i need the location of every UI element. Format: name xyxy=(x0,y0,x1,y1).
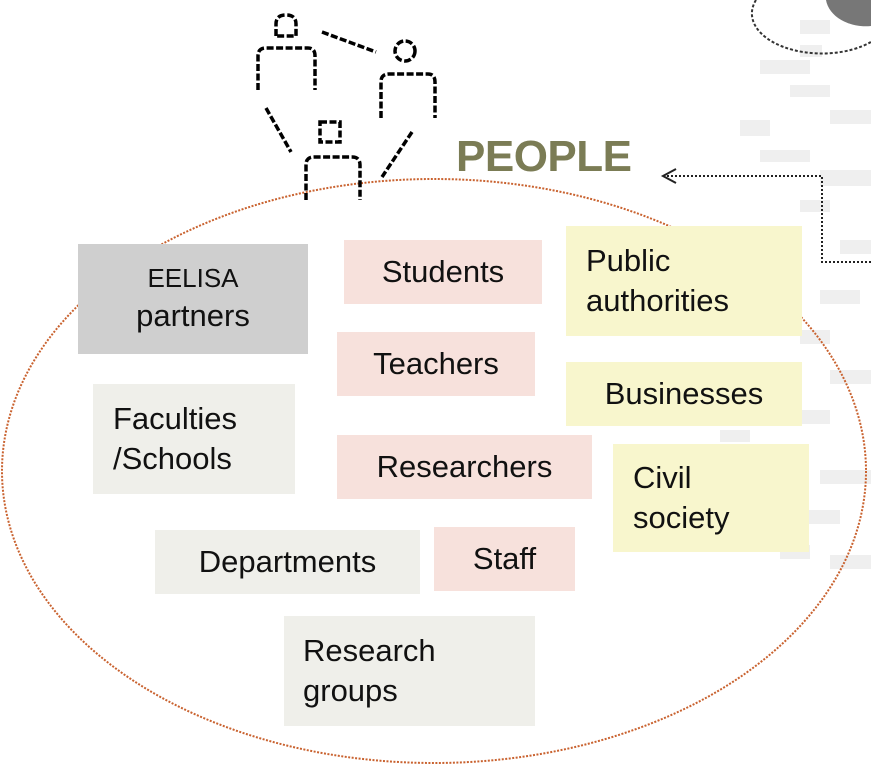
authorities-label: authorities xyxy=(586,283,730,318)
eelisa-label: EELISA xyxy=(147,262,239,293)
staff-box: Staff xyxy=(434,527,575,591)
students-label: Students xyxy=(381,253,505,289)
public-authorities-box: Public authorities xyxy=(566,226,802,336)
people-network-icon xyxy=(256,13,437,200)
staff-label: Staff xyxy=(472,540,537,576)
departments-label: Departments xyxy=(198,543,377,579)
businesses-label: Businesses xyxy=(604,375,764,411)
researchers-label: Researchers xyxy=(376,448,553,484)
groups-label: groups xyxy=(303,673,398,708)
teachers-box: Teachers xyxy=(337,332,535,396)
public-label: Public xyxy=(586,242,671,278)
departments-box: Departments xyxy=(155,530,420,594)
students-box: Students xyxy=(344,240,542,304)
teachers-label: Teachers xyxy=(373,345,499,381)
society-label: society xyxy=(633,500,730,535)
research-label: Research xyxy=(303,632,436,668)
research-groups-box: Research groups xyxy=(284,616,535,726)
eelisa-partners-box: EELISA partners xyxy=(78,244,308,354)
civil-label: Civil xyxy=(633,459,692,495)
schools-label: /Schools xyxy=(113,441,232,476)
civil-society-box: Civil society xyxy=(613,444,809,552)
faculties-schools-box: Faculties /Schools xyxy=(93,384,295,494)
people-ellipse xyxy=(1,178,867,764)
businesses-box: Businesses xyxy=(566,362,802,426)
partners-label: partners xyxy=(136,297,250,333)
faculties-label: Faculties xyxy=(113,400,238,436)
top-right-circle xyxy=(750,0,871,55)
researchers-box: Researchers xyxy=(337,435,592,499)
connector-arrow xyxy=(664,175,871,263)
people-title: PEOPLE xyxy=(456,132,632,181)
